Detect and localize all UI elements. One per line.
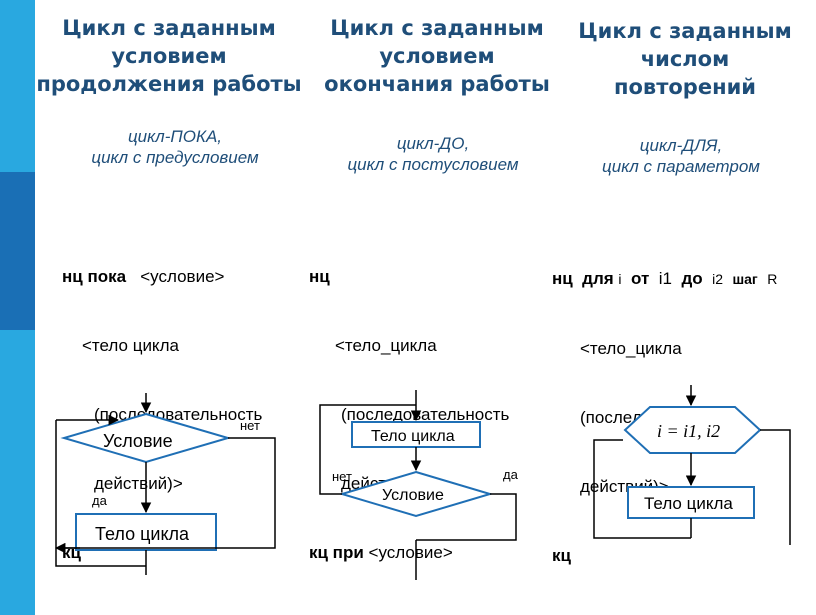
subtitle-line: цикл с предусловием xyxy=(91,148,259,167)
keyword: нц для xyxy=(552,269,614,288)
column-2-title: Цикл с заданным условием окончания работ… xyxy=(312,14,562,98)
keyword: от xyxy=(631,269,650,288)
keyword: кц xyxy=(552,546,571,565)
body-label: Тело цикла xyxy=(95,524,190,544)
title-line: продолжения работы xyxy=(36,72,302,96)
keyword: шаг xyxy=(732,271,758,287)
for-loop-diagram xyxy=(593,385,791,545)
column-3-title: Цикл с заданным числом повторений xyxy=(572,17,798,101)
subtitle-line: цикл-ПОКА, xyxy=(127,127,223,146)
column-3-subtitle: цикл-ДЛЯ, цикл с параметром xyxy=(576,135,786,177)
do-until-loop-diagram xyxy=(319,390,517,580)
code-line: <тело_цикла xyxy=(580,339,682,358)
loop-back-line xyxy=(593,439,691,539)
code-line: (последовательность xyxy=(341,405,510,424)
left-accent-block xyxy=(0,172,35,330)
body-label: Тело цикла xyxy=(371,428,455,445)
code-text: R xyxy=(767,271,778,287)
condition-label: Условие xyxy=(103,431,173,451)
body-box xyxy=(627,486,755,519)
code-text: <условие> xyxy=(140,267,225,286)
keyword: кц при xyxy=(309,543,364,562)
code-text: i2 xyxy=(712,271,723,287)
no-label: нет xyxy=(240,418,260,433)
exit-line xyxy=(58,437,276,549)
code-text: <условие> xyxy=(368,543,453,562)
header-label: i = i1, i2 xyxy=(657,421,720,441)
no-loop-back-line xyxy=(319,404,416,495)
column-2-code: нц <тело_цикла (последовательность дейст… xyxy=(309,219,509,587)
column-1-subtitle: цикл-ПОКА, цикл с предусловием xyxy=(55,126,295,168)
body-box xyxy=(75,513,217,551)
column-1-code: нц пока <условие> <тело цикла (последова… xyxy=(62,219,262,587)
loop-back-line xyxy=(55,420,146,567)
column-1-title: Цикл с заданным условием продолжения раб… xyxy=(35,14,303,98)
code-line: нц для i от i1 до i2 шаг R xyxy=(552,267,777,291)
code-text: i1 xyxy=(658,269,672,288)
code-line: <тело цикла xyxy=(82,336,179,355)
yes-exit-line xyxy=(416,493,517,541)
column-2-subtitle: цикл-ДО, цикл с постусловием xyxy=(318,133,548,175)
condition-diamond xyxy=(338,470,494,518)
code-line: кц при <условие> xyxy=(309,541,509,564)
subtitle-line: цикл с постусловием xyxy=(347,155,519,174)
title-line: условием xyxy=(111,44,227,68)
code-line: <тело_цикла xyxy=(335,336,437,355)
no-label: нет xyxy=(332,469,352,484)
body-label: Тело цикла xyxy=(644,494,733,513)
condition-label: Условие xyxy=(382,487,444,504)
keyword: до xyxy=(681,269,703,288)
body-box xyxy=(351,421,481,448)
exit-line xyxy=(760,429,791,545)
subtitle-line: цикл с параметром xyxy=(602,157,760,176)
title-line: условием xyxy=(379,44,495,68)
title-line: Цикл с заданным xyxy=(62,16,276,40)
title-line: повторений xyxy=(613,75,757,99)
title-line: Цикл с заданным xyxy=(330,16,544,40)
keyword: нц xyxy=(309,267,330,286)
code-text: i xyxy=(618,271,622,287)
yes-label: да xyxy=(92,493,108,508)
while-loop-diagram xyxy=(54,393,276,575)
yes-label: да xyxy=(503,467,519,482)
header-hexagon xyxy=(623,406,762,454)
title-line: окончания работы xyxy=(324,72,550,96)
title-line: числом xyxy=(640,47,730,71)
code-line: действий)> xyxy=(94,474,183,493)
subtitle-line: цикл-ДО, xyxy=(396,134,470,153)
subtitle-line: цикл-ДЛЯ, xyxy=(639,136,723,155)
code-line: нц пока <условие> xyxy=(62,265,262,288)
keyword: нц пока xyxy=(62,267,127,286)
title-line: Цикл с заданным xyxy=(578,19,792,43)
